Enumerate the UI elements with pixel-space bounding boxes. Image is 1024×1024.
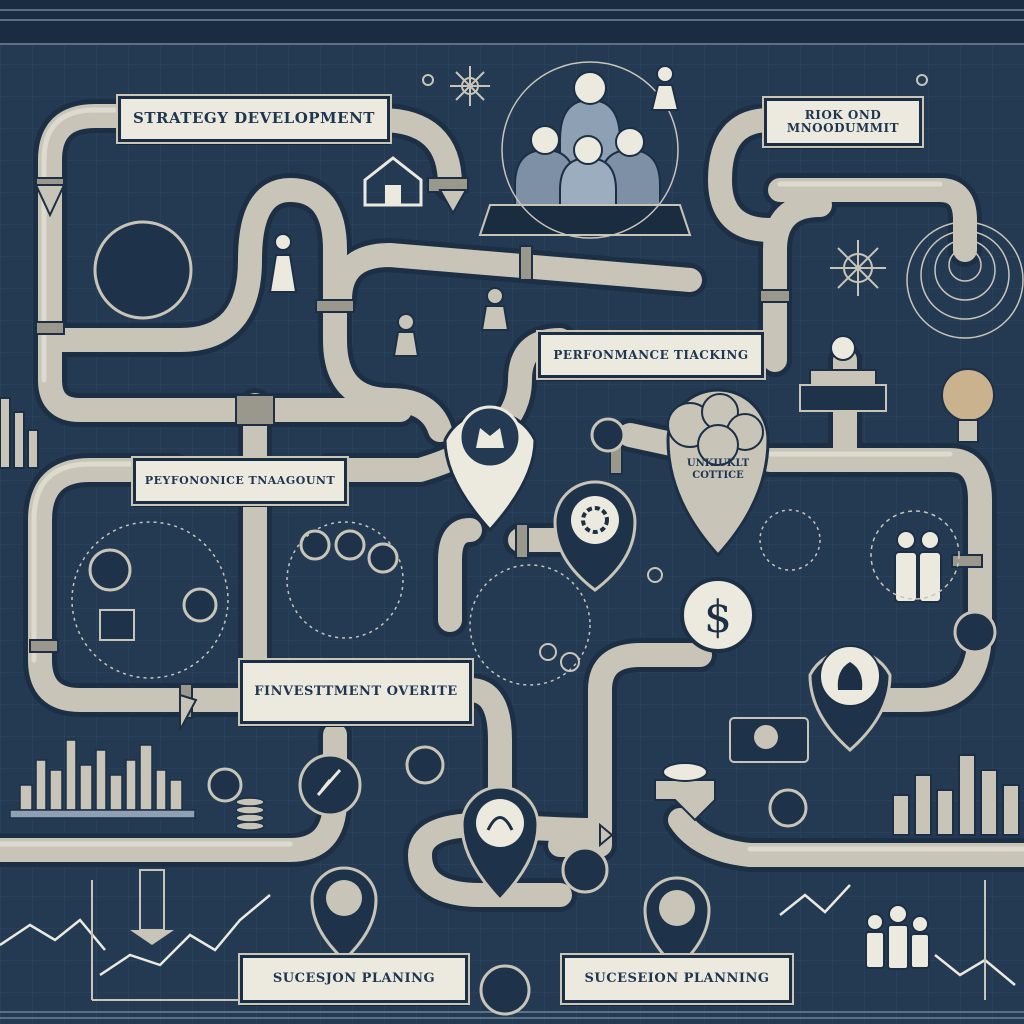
map-pin-icon [808, 645, 892, 752]
person-icon [367, 542, 399, 574]
handshake-icon [654, 762, 716, 822]
dollar-coin-icon: $ [680, 577, 756, 653]
bar-chart-icon [892, 754, 1020, 836]
pipe-caps [34, 184, 614, 848]
person-icon [268, 233, 298, 293]
gear-icon [405, 745, 445, 785]
performance-tracking-label: PERFONMANCE TIACKING [536, 330, 766, 380]
people-group-icon [865, 904, 930, 970]
coin-icon [754, 725, 778, 749]
globe-icon [953, 610, 997, 654]
person-icon [334, 529, 366, 561]
arrow-down-icon [130, 869, 174, 945]
pen-icon [298, 753, 362, 817]
performance-management-label: PEYFONONICE TNAAGOUNT [131, 456, 349, 506]
pipe-couplings [29, 177, 983, 719]
home-icon [363, 156, 423, 207]
snowflake-network-icon [830, 240, 886, 296]
gear-icon [590, 417, 626, 453]
pipe-highlights [0, 107, 1024, 852]
strategy-development-label: STRATEGY DEVELOPMENT [116, 94, 392, 144]
line-chart-icon [0, 884, 1016, 986]
top-band [0, 0, 1024, 44]
investment-oversight-label: FINVESTTMENT OVERITE [238, 658, 474, 726]
snowflake-network-icon [450, 66, 490, 106]
people-group-icon [870, 510, 960, 603]
pen-icon-stroke [316, 769, 342, 796]
succession-planning-left-text: SUCESJON PLANING [272, 971, 436, 987]
person-icon [768, 788, 808, 828]
map-pin-icon [443, 405, 537, 533]
map-pin-icon [643, 876, 711, 970]
bar-chart-icon [0, 397, 39, 469]
risk-management-text-line1: RIOK OND [804, 108, 882, 123]
performance-tracking-text: PERFONMANCE TIACKING [553, 347, 749, 362]
gear-icon [182, 587, 218, 623]
person-icon [299, 529, 331, 561]
decorative-rings [71, 509, 821, 686]
culture-overlay-label: UNKIUKLT COTTICE [676, 458, 760, 481]
map-pin-icon [460, 785, 540, 903]
map-pin-icon [310, 866, 378, 963]
person-icon [480, 287, 510, 331]
culture-overlay-text-line2: COTTICE [692, 469, 744, 481]
coin-stack-icon [235, 797, 265, 831]
risk-management-label: RIOK OND MNOODUMMIT [762, 96, 924, 148]
globe-icon [93, 220, 193, 320]
radar-icon [906, 221, 1024, 339]
gear-icon [88, 548, 132, 592]
gear-icon [667, 393, 764, 466]
strategy-development-text: STRATEGY DEVELOPMENT [133, 109, 375, 128]
city-skyline-icon [9, 739, 196, 819]
decorative-dots [422, 74, 928, 672]
succession-planning-left-label: SUCESJON PLANING [238, 953, 470, 1005]
executive-team-icon [478, 61, 692, 239]
gear-icon [207, 767, 243, 803]
map-pin-icon [553, 480, 637, 592]
culture-overlay-text-line1: UNKIUKLT [686, 458, 750, 469]
gear-icon [561, 846, 609, 894]
person-icon [392, 313, 420, 357]
risk-management-text-line2: MNOODUMMIT [786, 121, 900, 135]
globe-icon [479, 964, 531, 1016]
lightbulb-icon [941, 368, 995, 443]
svg-text:$: $ [704, 592, 732, 643]
investment-oversight-text: FINVESTTMENT OVERITE [254, 684, 458, 700]
succession-planning-right-label: SUCESEION PLANNING [560, 953, 794, 1005]
person-icon [650, 65, 680, 111]
round-icons [88, 220, 997, 1016]
succession-planning-right-text: SUCESEION PLANNING [584, 971, 770, 987]
top-border-lines [0, 9, 1024, 45]
performance-management-text: PEYFONONICE TNAAGOUNT [144, 474, 336, 488]
